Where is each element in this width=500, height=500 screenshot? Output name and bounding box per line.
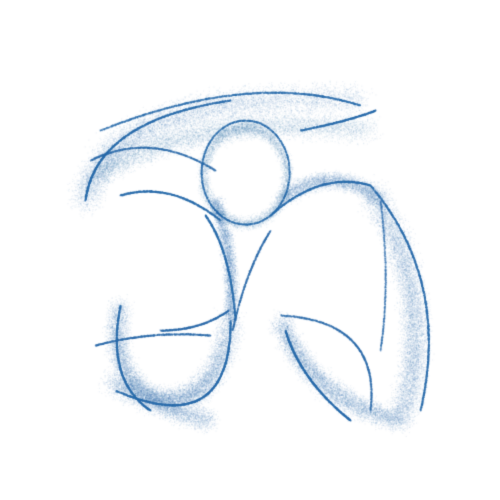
attractor-figure <box>0 0 500 500</box>
attractor-point-cloud <box>0 0 500 500</box>
